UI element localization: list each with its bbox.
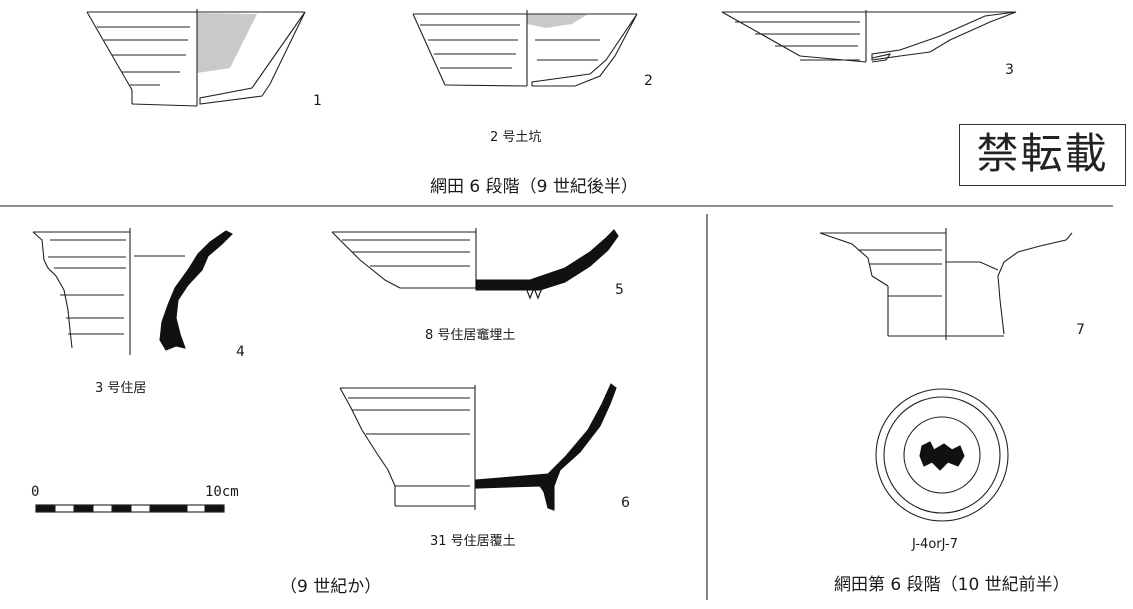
scale-start-label: 0 (31, 484, 40, 500)
figure-number-1: 1 (313, 93, 322, 109)
scale-end-label: 10cm (205, 484, 239, 500)
caption-left: （9 世紀か） (280, 577, 382, 597)
vessel-5-drawing (331, 228, 619, 300)
scale-bar-drawing (35, 504, 225, 513)
figure-number-2: 2 (644, 73, 653, 89)
vessel-2-drawing (412, 10, 638, 87)
figure-number-3: 3 (1005, 62, 1014, 78)
figure-number-7: 7 (1076, 322, 1085, 338)
base-label: J-4orJ-7 (912, 537, 958, 552)
vessel-3-drawing (721, 10, 1017, 63)
vessel-6-drawing (339, 383, 617, 511)
figure-number-6: 6 (621, 495, 630, 511)
vessel-7-drawing (819, 228, 1073, 340)
group-label-pit-2: 2 号土坑 (490, 130, 542, 145)
label-dwelling-8: 8 号住居竈埋土 (425, 328, 516, 343)
label-dwelling-3: 3 号住居 (95, 381, 147, 396)
vessel-7-base-drawing (875, 388, 1009, 522)
vessel-4-drawing (32, 228, 233, 355)
caption-top: 網田 6 段階（9 世紀後半） (430, 177, 638, 197)
caption-right: 網田第 6 段階（10 世紀前半） (834, 575, 1070, 595)
label-dwelling-31: 31 号住居覆土 (430, 534, 516, 549)
figure-number-5: 5 (615, 282, 624, 298)
vessel-1-drawing (86, 9, 306, 107)
no-reproduction-stamp: 禁転載 (959, 124, 1126, 186)
figure-number-4: 4 (236, 344, 245, 360)
